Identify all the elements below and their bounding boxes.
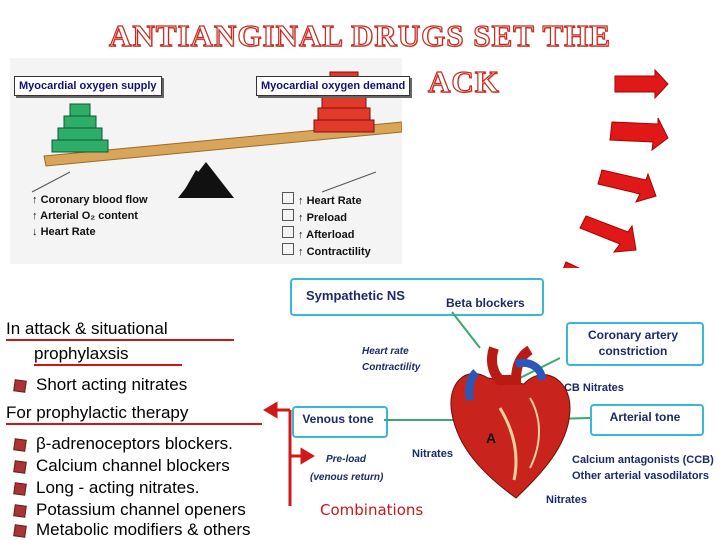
checkbox-icon xyxy=(282,243,294,255)
venous-return-label: (venous return) xyxy=(310,472,384,483)
bullet-icon xyxy=(13,437,27,452)
checkbox-icon xyxy=(282,209,294,221)
arrow-up-icon: ↑ xyxy=(32,194,38,206)
sympathetic-box xyxy=(290,278,544,316)
nitrates-mid-label: Nitrates xyxy=(412,448,453,460)
bullet-icon xyxy=(13,378,27,393)
bracket-lines xyxy=(31,171,377,193)
underline xyxy=(34,364,182,366)
venous-tone-box xyxy=(292,406,388,438)
supply-factor: ↑ Arterial O₂ content xyxy=(32,210,138,222)
underline xyxy=(6,339,234,341)
supply-label: Myocardial oxygen supply xyxy=(14,76,162,96)
contractility-label: Contractility xyxy=(362,362,421,373)
list-item: Long - acting nitrates. xyxy=(13,478,199,498)
demand-label: Myocardial oxygen demand xyxy=(256,76,411,96)
heart-mechanism-diagram: Sympathetic NS Beta blockers Coronary ar… xyxy=(280,268,720,516)
heading-attack: In attack & situational xyxy=(6,319,168,338)
arrow-up-icon: ↑ xyxy=(298,229,304,241)
venous-tone-label: Venous tone xyxy=(302,412,374,426)
list-item: Calcium channel blockers xyxy=(13,456,230,476)
red-arrow-icon xyxy=(597,169,657,203)
red-arrow-icon xyxy=(609,117,669,152)
ccb-nitrates-label: CCB Nitrates xyxy=(556,382,624,394)
calcium-antagonists-label: Calcium antagonists (CCB) xyxy=(572,454,714,466)
combination-bracket xyxy=(263,401,315,506)
heading-prophylactic: For prophylactic therapy xyxy=(6,403,189,422)
list-item: Potassium channel openers xyxy=(13,500,246,520)
page-title-line2: ACK xyxy=(427,63,500,99)
heart-graphic xyxy=(384,311,591,499)
red-arrows-graphic xyxy=(561,68,669,286)
page-title: ANTIANGINAL DRUGS SET THE xyxy=(108,17,611,53)
bullet-icon xyxy=(13,481,27,496)
red-arrow-icon xyxy=(579,215,637,253)
bullet-icon xyxy=(13,523,27,538)
bullet-icon xyxy=(13,459,27,474)
checkbox-icon xyxy=(282,226,294,238)
combinations-label: Combinations xyxy=(320,501,424,519)
bullet-icon xyxy=(13,503,27,518)
arrow-up-icon: ↑ xyxy=(298,212,304,224)
arterial-tone-label: Arterial tone xyxy=(609,410,681,424)
coronary-label-1: Coronary artery xyxy=(587,328,679,342)
demand-factors: ↑ Heart Rate ↑ Preload ↑ Afterload ↑ Con… xyxy=(282,192,371,260)
red-arrow-icon xyxy=(614,68,669,100)
checkbox-icon xyxy=(282,192,294,204)
arrow-up-icon: ↑ xyxy=(298,246,304,258)
other-vasodilators-label: Other arterial vasodilators xyxy=(572,470,709,482)
arterial-tone-box xyxy=(590,404,704,436)
beta-blockers-label: Beta blockers xyxy=(446,296,525,310)
arrow-up-icon: ↑ xyxy=(32,210,38,222)
heading-attack-line2: prophylaxsis xyxy=(34,344,129,363)
arrow-down-icon: ↓ xyxy=(32,226,38,238)
underline xyxy=(6,423,262,425)
oxygen-balance-diagram: Myocardial oxygen supply Myocardial oxyg… xyxy=(10,58,411,264)
balance-scale-graphic xyxy=(43,71,402,198)
list-item: Metabolic modifiers & others xyxy=(13,520,250,540)
coronary-box xyxy=(566,322,704,366)
list-item: Short acting nitrates xyxy=(13,375,187,395)
coronary-label-2: constriction xyxy=(598,344,668,358)
chamber-label: A xyxy=(486,430,497,446)
sympathetic-label: Sympathetic NS xyxy=(306,288,405,303)
heart-rate-label: Heart rate xyxy=(362,346,409,357)
nitrates-bottom-label: Nitrates xyxy=(546,494,587,506)
supply-factors: ↑ Coronary blood flow ↑ Arterial O₂ cont… xyxy=(32,192,148,240)
supply-factor: ↑ Coronary blood flow xyxy=(32,194,148,206)
supply-factor: ↓ Heart Rate xyxy=(32,226,96,238)
arrow-up-icon: ↑ xyxy=(298,195,304,207)
list-item: β-adrenoceptors blockers. xyxy=(13,434,233,454)
preload-label: Pre-load xyxy=(326,454,367,465)
